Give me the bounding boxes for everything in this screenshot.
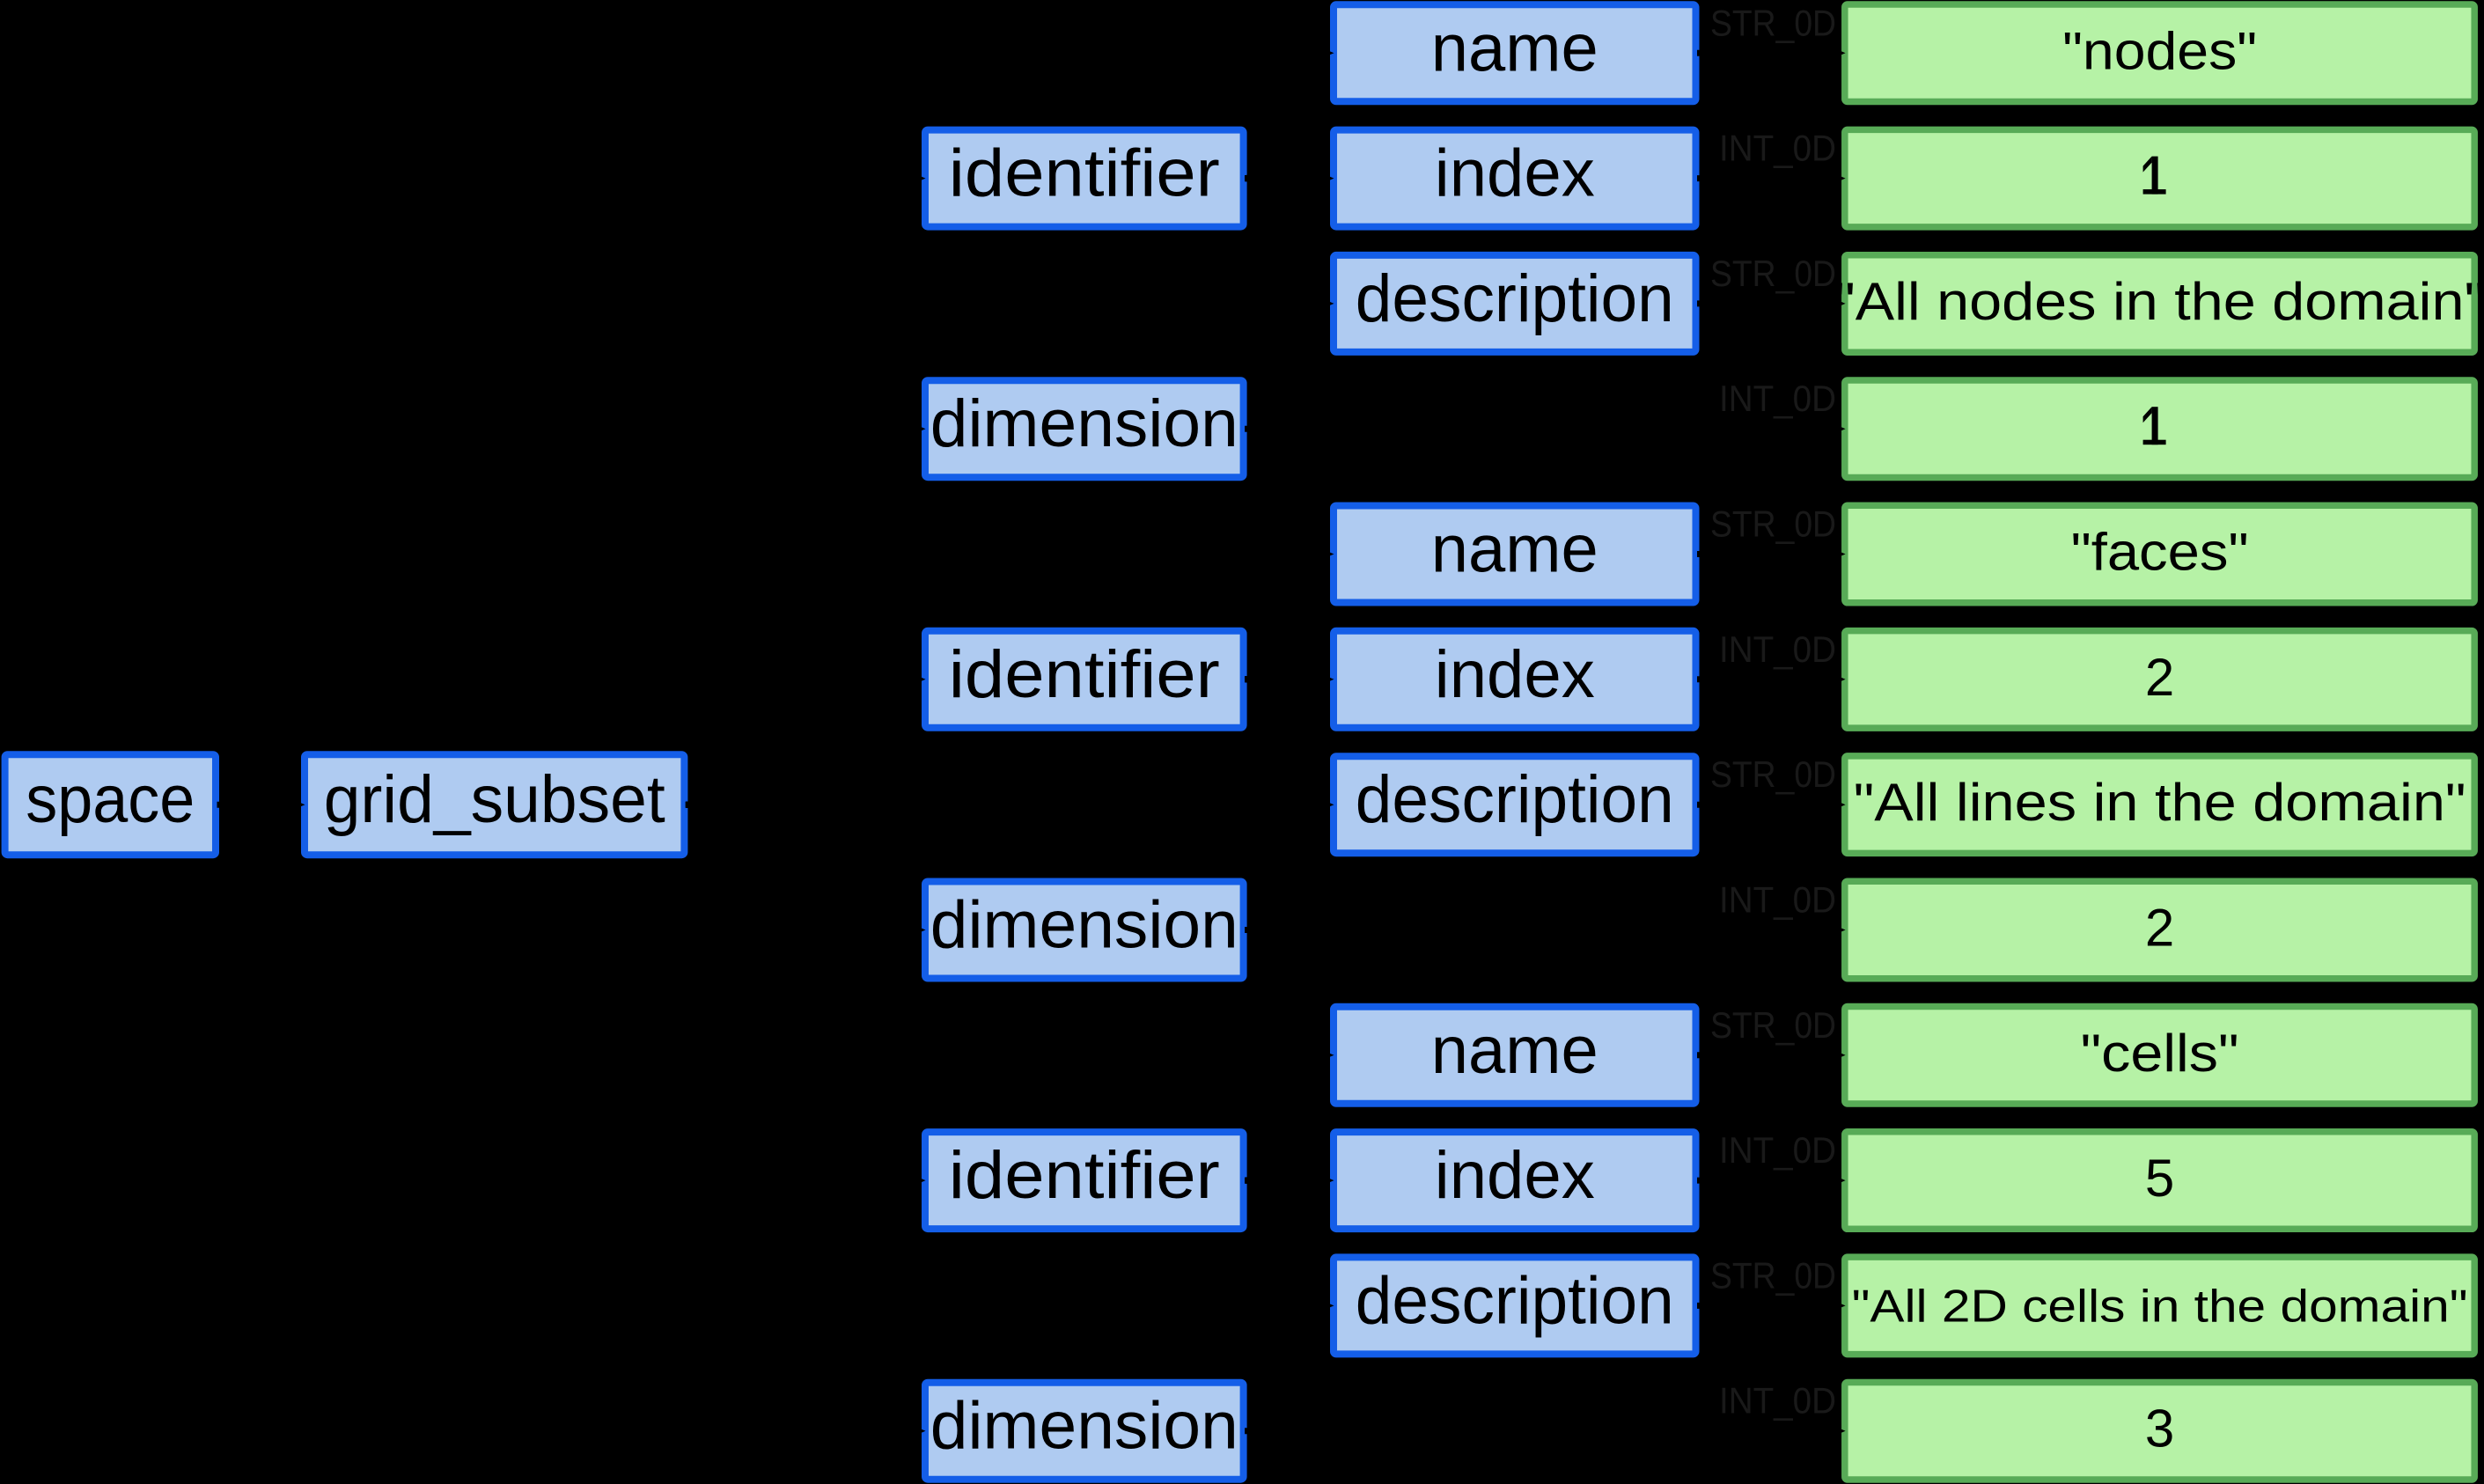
svg-text:index: index bbox=[1435, 637, 1595, 712]
svg-text:STR_0D: STR_0D bbox=[1710, 253, 1836, 294]
svg-text:"All nodes in the domain": "All nodes in the domain" bbox=[1834, 272, 2484, 331]
svg-text:dimension: dimension bbox=[930, 1389, 1238, 1464]
svg-text:"All 2D cells in the domain": "All 2D cells in the domain" bbox=[1852, 1281, 2468, 1332]
svg-text:2: 2 bbox=[2145, 648, 2174, 707]
svg-text:description: description bbox=[1356, 762, 1674, 837]
svg-text:STR_0D: STR_0D bbox=[1710, 503, 1836, 545]
svg-text:name: name bbox=[1431, 512, 1598, 587]
svg-text:INT_0D: INT_0D bbox=[1719, 128, 1836, 169]
svg-text:STR_0D: STR_0D bbox=[1710, 753, 1836, 795]
svg-text:3: 3 bbox=[2145, 1400, 2174, 1458]
svg-text:STR_0D: STR_0D bbox=[1710, 2, 1836, 43]
svg-text:"cells": "cells" bbox=[2081, 1024, 2239, 1083]
svg-text:5: 5 bbox=[2145, 1149, 2174, 1208]
svg-text:space: space bbox=[26, 762, 195, 837]
svg-text:name: name bbox=[1431, 11, 1598, 85]
svg-text:identifier: identifier bbox=[949, 136, 1220, 211]
svg-text:description: description bbox=[1356, 261, 1674, 336]
svg-text:"All lines in the domain": "All lines in the domain" bbox=[1854, 773, 2466, 832]
svg-text:INT_0D: INT_0D bbox=[1719, 1380, 1836, 1422]
svg-text:STR_0D: STR_0D bbox=[1710, 1004, 1836, 1046]
svg-text:INT_0D: INT_0D bbox=[1719, 879, 1836, 921]
svg-text:2: 2 bbox=[2145, 899, 2174, 958]
svg-text:description: description bbox=[1356, 1263, 1674, 1338]
svg-text:dimension: dimension bbox=[930, 386, 1238, 461]
svg-text:INT_0D: INT_0D bbox=[1719, 1129, 1836, 1171]
svg-text:"nodes": "nodes" bbox=[2062, 21, 2257, 80]
svg-text:index: index bbox=[1435, 1138, 1595, 1213]
svg-text:"faces": "faces" bbox=[2071, 523, 2249, 582]
svg-text:identifier: identifier bbox=[949, 637, 1220, 712]
svg-text:dimension: dimension bbox=[930, 888, 1238, 963]
svg-text:INT_0D: INT_0D bbox=[1719, 628, 1836, 670]
svg-text:name: name bbox=[1431, 1013, 1598, 1088]
svg-text:grid_subset: grid_subset bbox=[324, 762, 665, 837]
svg-text:identifier: identifier bbox=[949, 1138, 1220, 1213]
svg-text:STR_0D: STR_0D bbox=[1710, 1254, 1836, 1296]
svg-text:index: index bbox=[1435, 136, 1595, 211]
svg-text:INT_0D: INT_0D bbox=[1719, 378, 1836, 419]
